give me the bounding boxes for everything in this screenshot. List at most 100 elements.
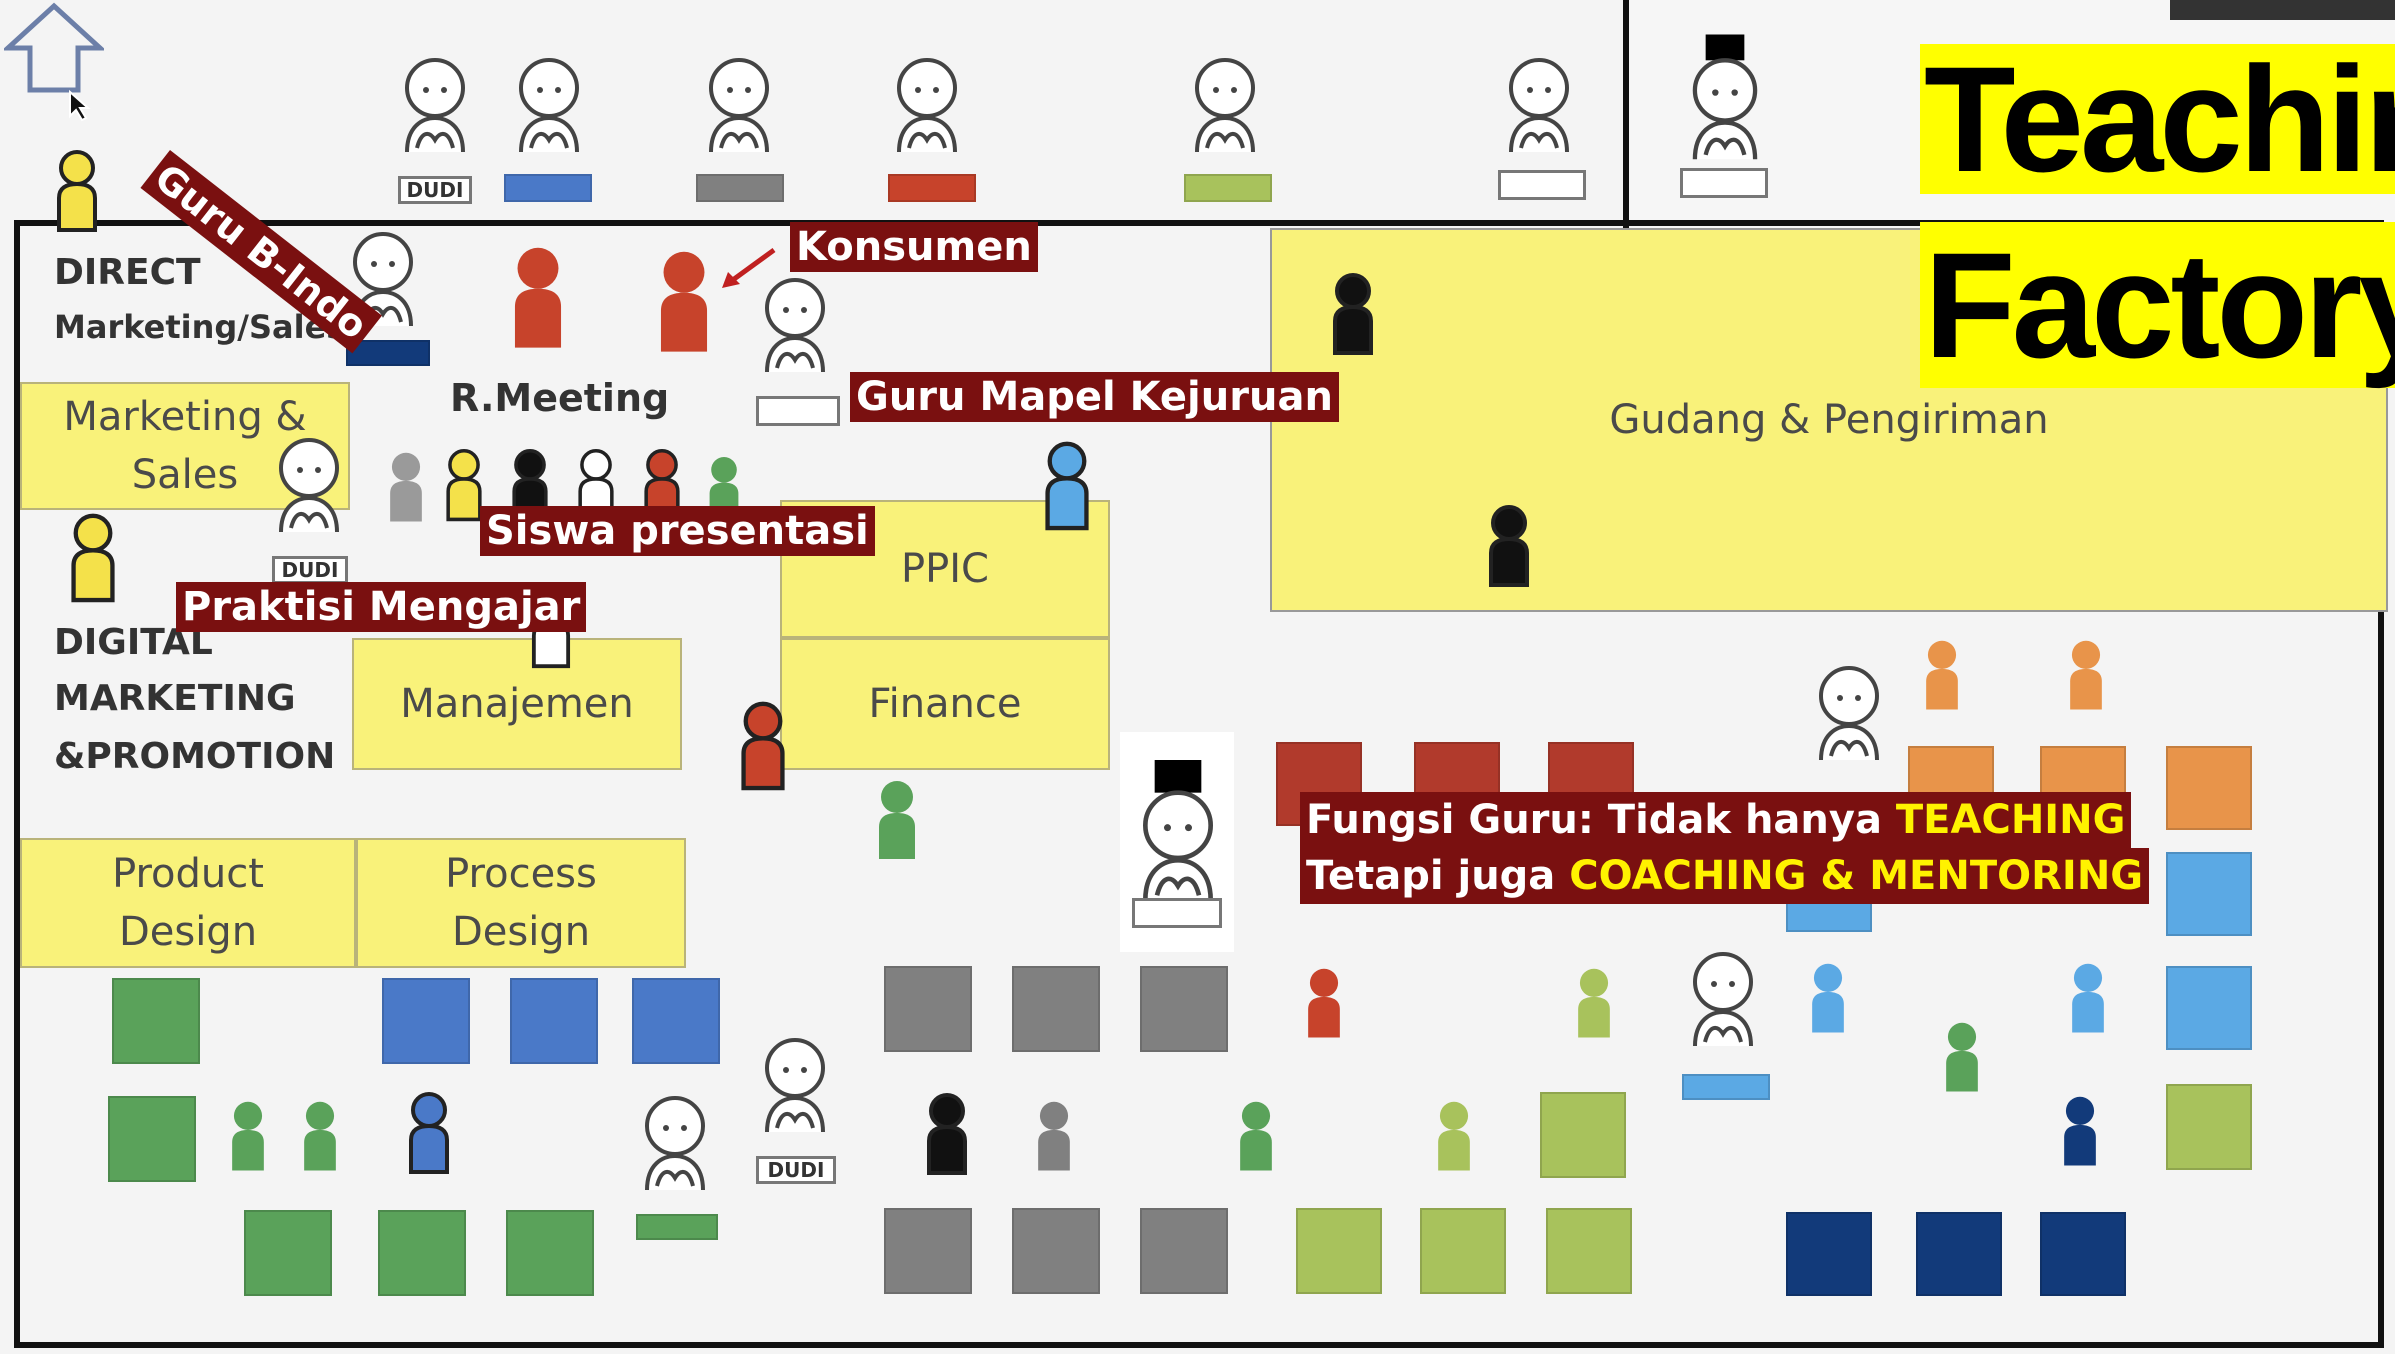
zone-marketing-sales: Marketing & Sales bbox=[20, 382, 350, 510]
dudi-tag-top: DUDI bbox=[398, 176, 472, 204]
guru-mapel-kejuruan bbox=[765, 278, 825, 374]
tag-white-top-2 bbox=[1680, 168, 1768, 198]
tag-olive-top bbox=[1184, 174, 1272, 202]
person-orange-1 bbox=[1926, 640, 1958, 710]
person-blue-b bbox=[409, 1092, 449, 1174]
person-green-b3 bbox=[1240, 1101, 1272, 1171]
desk-navy-3 bbox=[2040, 1212, 2126, 1296]
person-orange-2 bbox=[2070, 640, 2102, 710]
tag-gray-top bbox=[696, 174, 784, 202]
person-yellow-arrow bbox=[57, 150, 97, 232]
person-green-b2 bbox=[304, 1101, 336, 1171]
desk-olive-3 bbox=[1420, 1208, 1506, 1294]
tag-lightblue-right bbox=[1682, 1074, 1770, 1100]
label-direct: DIRECT bbox=[54, 252, 201, 293]
person-black-b bbox=[927, 1093, 967, 1175]
desk-olive-right bbox=[2166, 1084, 2252, 1170]
konsumen-arrow-icon bbox=[722, 247, 776, 288]
person-red-bottom bbox=[1308, 968, 1340, 1038]
guru-dudi-bottom bbox=[765, 1038, 825, 1134]
title-line2: Factory bbox=[1920, 222, 2395, 388]
guru-headmaster-center bbox=[1130, 760, 1226, 900]
tag-green-bottom bbox=[636, 1214, 718, 1240]
annotation-fungsi-guru: Fungsi Guru: Tidak hanya TEACHING bbox=[1300, 792, 2132, 848]
tag-navy-bindo bbox=[346, 340, 430, 366]
cursor-icon bbox=[69, 89, 91, 122]
person-green-b1 bbox=[232, 1101, 264, 1171]
annotation-siswa-presentasi: Siswa presentasi bbox=[480, 506, 875, 556]
annotation-guru-mapel: Guru Mapel Kejuruan bbox=[850, 372, 1339, 422]
guru-right-2 bbox=[1693, 952, 1753, 1048]
person-green-finance bbox=[879, 781, 915, 859]
desk-gray-6 bbox=[1140, 1208, 1228, 1294]
person-olive-bottom bbox=[1578, 968, 1610, 1038]
guru-top-4 bbox=[897, 58, 957, 154]
desk-gray-3 bbox=[1140, 966, 1228, 1052]
title-line1: Teachin bbox=[1920, 44, 2395, 194]
person-red-finance bbox=[736, 700, 790, 794]
guru-bottom-1 bbox=[645, 1096, 705, 1192]
desk-olive-1 bbox=[1540, 1092, 1626, 1178]
tag-white-top bbox=[1498, 170, 1586, 200]
desk-lightblue-2 bbox=[2166, 852, 2252, 936]
person-green-b bbox=[1946, 1022, 1978, 1092]
guru-dudi-top bbox=[405, 58, 465, 154]
siswa-gray bbox=[390, 452, 422, 522]
desk-lightblue-4 bbox=[2166, 966, 2252, 1050]
person-olive-b2 bbox=[1438, 1101, 1470, 1171]
desk-green-4 bbox=[378, 1210, 466, 1296]
person-lightblue-b1 bbox=[1812, 963, 1844, 1033]
desk-olive-2 bbox=[1296, 1208, 1382, 1294]
tag-blue-top bbox=[504, 174, 592, 202]
desk-blue-1 bbox=[382, 978, 470, 1064]
desk-green-2 bbox=[108, 1096, 196, 1182]
desk-green-3 bbox=[244, 1210, 332, 1296]
tag-red-top bbox=[888, 174, 976, 202]
zone-gudang: Gudang & Pengiriman bbox=[1270, 228, 2388, 612]
label-rmeeting: R.Meeting bbox=[450, 376, 670, 420]
desk-blue-3 bbox=[632, 978, 720, 1064]
label-direct-sub: Marketing/Sales bbox=[54, 308, 346, 346]
person-black-gudang-1 bbox=[1333, 273, 1373, 355]
label-digital-marketing: MARKETING bbox=[54, 678, 296, 719]
zone-manajemen: Manajemen bbox=[352, 638, 682, 770]
tag-white-mapel bbox=[756, 396, 840, 426]
desk-blue-2 bbox=[510, 978, 598, 1064]
consumer-red-2 bbox=[660, 251, 708, 352]
desk-navy-1 bbox=[1786, 1212, 1872, 1296]
desk-green-5 bbox=[506, 1210, 594, 1296]
corner-dark-strip bbox=[2170, 0, 2395, 20]
fungsi-text-2: Tetapi juga bbox=[1306, 853, 1570, 899]
desk-green-1 bbox=[112, 978, 200, 1064]
desk-navy-2 bbox=[1916, 1212, 2002, 1296]
dudi-tag-praktisi: DUDI bbox=[272, 556, 348, 584]
annotation-konsumen: Konsumen bbox=[790, 222, 1038, 272]
person-gray-b bbox=[1038, 1101, 1070, 1171]
guru-top-5 bbox=[1195, 58, 1255, 154]
guru-top-2 bbox=[519, 58, 579, 154]
desk-olive-4 bbox=[1546, 1208, 1632, 1294]
desk-gray-1 bbox=[884, 966, 972, 1052]
fungsi-coaching: COACHING & MENTORING bbox=[1569, 853, 2144, 899]
guru-headmaster-top bbox=[1682, 34, 1768, 164]
guru-dudi-praktisi bbox=[279, 438, 339, 534]
zone-finance: Finance bbox=[780, 638, 1110, 770]
factory-floor bbox=[14, 220, 2384, 1348]
guru-top-6 bbox=[1509, 58, 1569, 154]
person-blue-ppic bbox=[1040, 440, 1094, 534]
fungsi-teaching: TEACHING bbox=[1895, 797, 2126, 843]
consumer-red-1 bbox=[514, 247, 562, 348]
desk-gray-5 bbox=[1012, 1208, 1100, 1294]
desk-orange-3 bbox=[2166, 746, 2252, 830]
zone-process-design: Process Design bbox=[356, 838, 686, 968]
person-navy-b bbox=[2064, 1096, 2096, 1166]
tag-white-headmaster bbox=[1132, 898, 1222, 928]
desk-gray-2 bbox=[1012, 966, 1100, 1052]
desk-gray-4 bbox=[884, 1208, 972, 1294]
dudi-tag-bottom: DUDI bbox=[756, 1156, 836, 1184]
person-lightblue-b2 bbox=[2072, 963, 2104, 1033]
guru-right-1 bbox=[1819, 666, 1879, 762]
annotation-praktisi: Praktisi Mengajar bbox=[176, 582, 587, 632]
person-black-gudang-2 bbox=[1489, 505, 1529, 587]
annotation-fungsi-guru-2: Tetapi juga COACHING & MENTORING bbox=[1300, 848, 2150, 904]
